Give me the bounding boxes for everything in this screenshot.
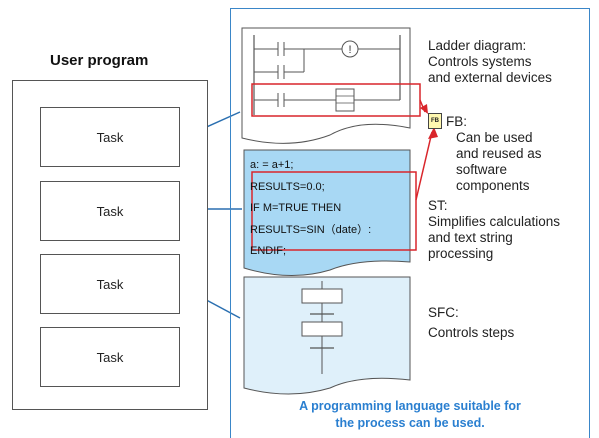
fb-description: Can be used and reused as software compo… xyxy=(456,130,542,194)
red-arrow-head xyxy=(420,104,428,114)
st-title: ST: xyxy=(428,198,448,213)
st-sheet xyxy=(243,149,411,276)
ladder-description: Ladder diagram: Controls systems and ext… xyxy=(428,38,552,86)
fb-desc-line: software xyxy=(456,162,508,177)
st-description: ST: Simplifies calculations and text str… xyxy=(428,198,560,262)
sfc-description: Controls steps xyxy=(428,325,515,340)
st-code-line: IF M=TRUE THEN xyxy=(250,202,342,214)
sfc-step xyxy=(301,288,343,304)
st-code-block: a: = a+1; RESULTS=0.0; IF M=TRUE THEN RE… xyxy=(250,155,371,263)
sfc-step xyxy=(301,321,343,337)
fb-highlight-st xyxy=(251,171,417,251)
footer-line: A programming language suitable for xyxy=(299,399,521,413)
ladder-title: Ladder diagram: xyxy=(428,38,527,53)
svg-text:!: ! xyxy=(348,44,351,56)
language-frame xyxy=(230,8,590,438)
ladder-sheet xyxy=(241,27,411,144)
st-code-line: a: = a+1; xyxy=(250,159,294,171)
sfc-title: SFC: xyxy=(428,305,459,320)
fb-desc-line: Can be used xyxy=(456,130,533,145)
task-box: Task xyxy=(40,181,180,241)
fb-title: FB: xyxy=(446,114,468,129)
user-program-title: User program xyxy=(50,52,149,69)
st-desc-line: and text string xyxy=(428,230,513,245)
task-box: Task xyxy=(40,327,180,387)
fb-desc-line: components xyxy=(456,178,530,193)
st-desc-line: Simplifies calculations xyxy=(428,214,561,229)
st-code-line: RESULTS=0.0; xyxy=(250,180,325,193)
st-code-line: RESULTS=SIN（date）: xyxy=(250,223,372,236)
st-desc-line: processing xyxy=(428,246,494,261)
footer-line: the process can be used. xyxy=(335,416,485,430)
task-box: Task xyxy=(40,254,180,314)
fb-icon: FB xyxy=(428,113,442,129)
red-arrow-head xyxy=(428,127,438,139)
ladder-desc-line: and external devices xyxy=(428,70,552,85)
fb-desc-line: and reused as xyxy=(456,146,542,161)
task-box: Task xyxy=(40,107,180,167)
st-code-line: ENDIF; xyxy=(250,245,287,257)
footer-note: A programming language suitable for the … xyxy=(250,398,570,432)
ladder-desc-line: Controls systems xyxy=(428,54,532,69)
